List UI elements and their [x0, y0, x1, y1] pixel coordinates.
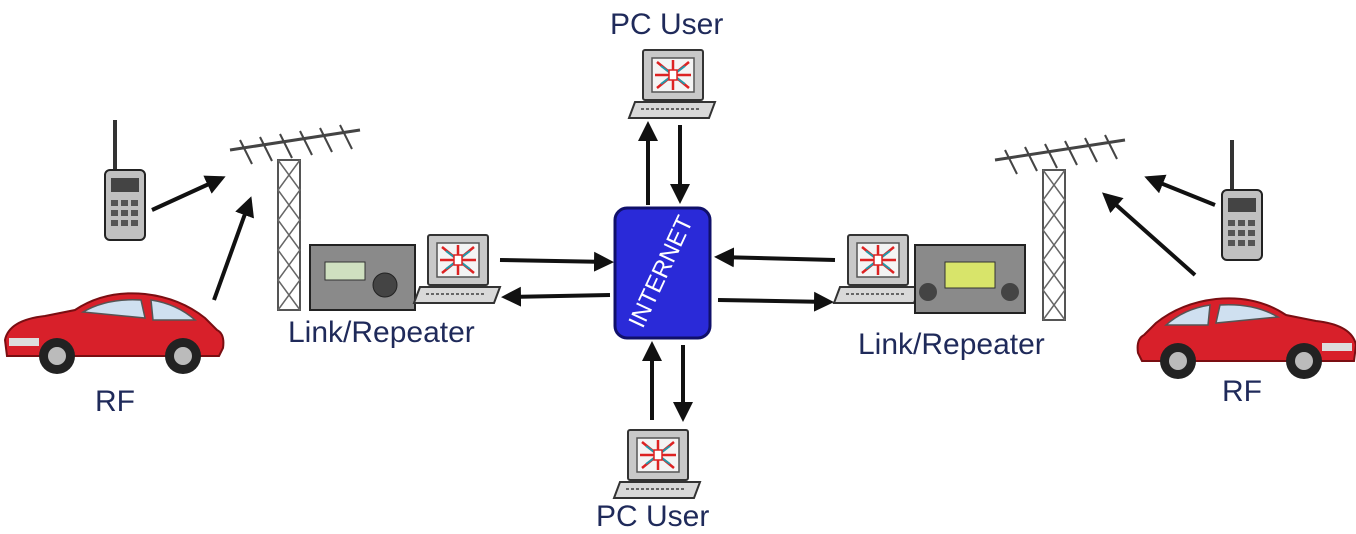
left-pc-icon [412, 233, 502, 305]
arrow-left-car-to-tower [212, 196, 254, 301]
arrow-left-to-internet [499, 251, 614, 272]
left-radio-handheld-icon [103, 118, 147, 242]
connection-arrows [151, 121, 1216, 422]
right-transceiver-icon [914, 244, 1026, 314]
left-transceiver-icon [309, 244, 416, 311]
pc-user-bottom-label: PC User [596, 500, 710, 533]
arrow-right-radio-to-tower [1144, 174, 1216, 207]
right-car-icon [1136, 297, 1356, 380]
left-car-icon [4, 292, 225, 375]
rf-left-label: RF [95, 385, 135, 418]
internet-cloud: INTERNET [613, 206, 712, 340]
arrow-internet-to-right [717, 291, 834, 312]
arrow-internet-to-left [501, 286, 611, 307]
pc-user-bottom-icon [612, 428, 702, 500]
arrow-right-to-internet [714, 247, 836, 268]
link-repeater-left-label: Link/Repeater [288, 316, 475, 349]
right-pc-icon [832, 233, 922, 305]
rf-right-label: RF [1222, 375, 1262, 408]
pc-user-top-icon [627, 48, 717, 120]
right-radio-handheld-icon [1220, 138, 1264, 262]
pc-user-top-label: PC User [610, 8, 724, 41]
arrow-right-car-to-tower [1102, 192, 1197, 277]
arrow-left-radio-to-tower [151, 175, 226, 212]
link-repeater-right-label: Link/Repeater [858, 328, 1045, 361]
